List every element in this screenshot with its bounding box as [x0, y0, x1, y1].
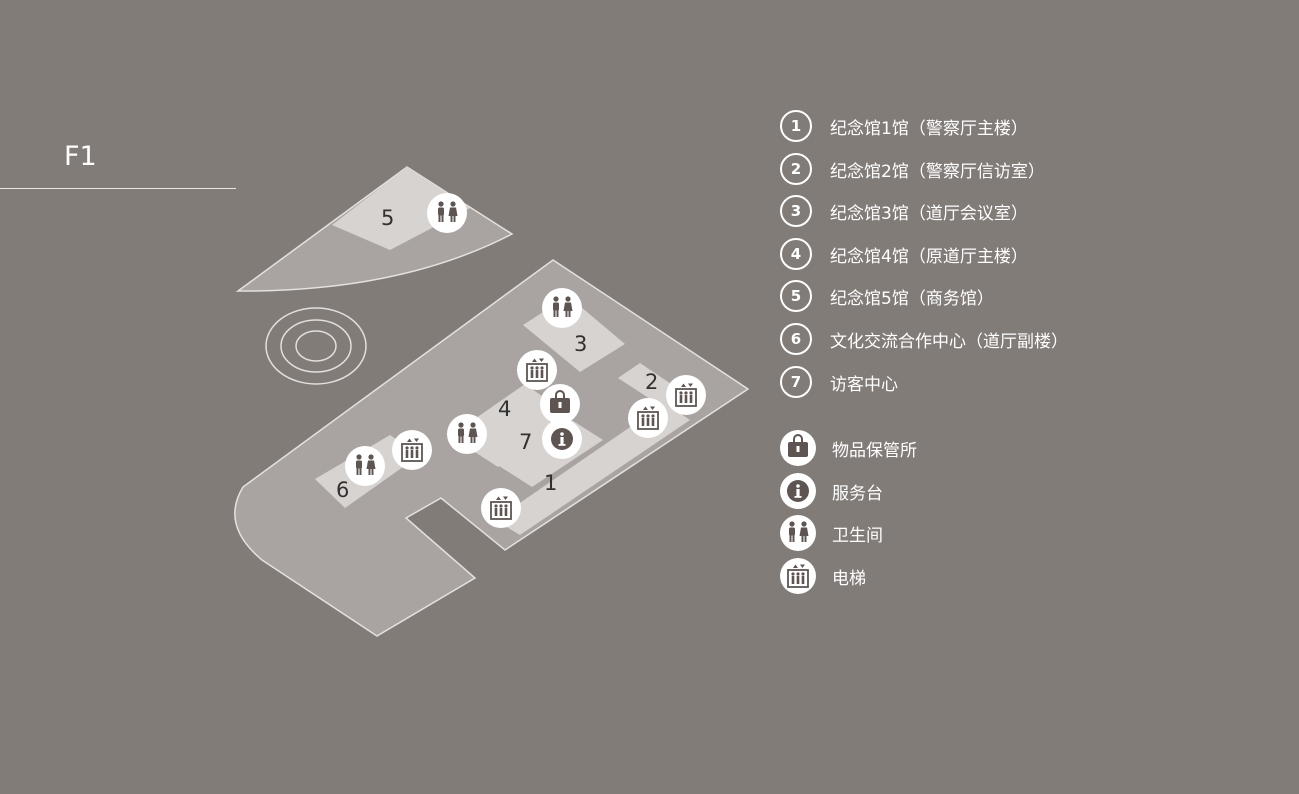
legend-item-label: 电梯: [832, 568, 866, 589]
legend-item-label: 纪念馆5馆（商务馆）: [830, 288, 994, 309]
elevator-marker-hall-3[interactable]: [517, 350, 557, 390]
elevator-marker-hall-2-west[interactable]: [628, 398, 668, 438]
legend-number-badge: 4: [780, 238, 812, 270]
restroom-marker-hall-5[interactable]: [427, 193, 467, 233]
hall-6-map-label: 6: [336, 478, 349, 502]
floor-divider: [0, 188, 236, 189]
legend-item-hall-3[interactable]: 3 纪念馆3馆（道厅会议室）: [780, 192, 1028, 230]
legend-item-hall-6[interactable]: 6 文化交流合作中心（道厅副楼）: [780, 320, 1068, 358]
restroom-marker-hall-4[interactable]: [447, 414, 487, 454]
hall-5-room: [332, 167, 470, 250]
legend-item-label: 卫生间: [832, 525, 883, 546]
legend-item-locker[interactable]: 物品保管所: [780, 429, 917, 467]
legend-item-hall-7[interactable]: 7 访客中心: [780, 363, 898, 401]
legend-item-hall-2[interactable]: 2 纪念馆2馆（警察厅信访室）: [780, 150, 1045, 188]
elevator-marker-hall-1[interactable]: [481, 488, 521, 528]
hall-7-map-label: 7: [519, 430, 532, 454]
legend-item-label: 文化交流合作中心（道厅副楼）: [830, 331, 1068, 352]
legend-item-label: 纪念馆1馆（警察厅主楼）: [830, 118, 1028, 139]
circular-plaza: [265, 307, 367, 385]
elevator-icon: [780, 558, 816, 594]
elevator-marker-hall-2-east[interactable]: [666, 375, 706, 415]
locker-marker[interactable]: [540, 384, 580, 424]
restroom-marker-hall-6[interactable]: [345, 446, 385, 486]
legend-item-label: 物品保管所: [832, 440, 917, 461]
restroom-icon: [780, 515, 816, 551]
legend-item-label: 纪念馆2馆（警察厅信访室）: [830, 161, 1045, 182]
hall-3-map-label: 3: [574, 332, 587, 356]
floor-label: F1: [64, 141, 97, 172]
hall-2-map-label: 2: [645, 370, 658, 394]
legend-item-restroom[interactable]: 卫生间: [780, 514, 883, 552]
legend-item-label: 纪念馆3馆（道厅会议室）: [830, 203, 1028, 224]
restroom-marker-hall-3[interactable]: [542, 288, 582, 328]
legend-number-badge: 5: [780, 280, 812, 312]
legend-item-hall-4[interactable]: 4 纪念馆4馆（原道厅主楼）: [780, 235, 1028, 273]
legend-item-elevator[interactable]: 电梯: [780, 557, 866, 595]
info-marker[interactable]: [542, 419, 582, 459]
hall-5-map-label: 5: [381, 206, 394, 230]
hall-1-map-label: 1: [544, 471, 557, 495]
info-icon: [780, 473, 816, 509]
locker-icon: [780, 430, 816, 466]
elevator-marker-hall-6[interactable]: [392, 430, 432, 470]
legend-item-label: 访客中心: [830, 374, 898, 395]
legend-item-label: 纪念馆4馆（原道厅主楼）: [830, 246, 1028, 267]
legend-item-hall-1[interactable]: 1 纪念馆1馆（警察厅主楼）: [780, 107, 1028, 145]
legend-item-info[interactable]: 服务台: [780, 472, 883, 510]
hall-4-map-label: 4: [498, 397, 511, 421]
legend-number-badge: 7: [780, 366, 812, 398]
legend-number-badge: 3: [780, 195, 812, 227]
legend-item-label: 服务台: [832, 483, 883, 504]
legend-item-hall-5[interactable]: 5 纪念馆5馆（商务馆）: [780, 277, 994, 315]
legend-number-badge: 1: [780, 110, 812, 142]
legend-number-badge: 2: [780, 153, 812, 185]
legend-number-badge: 6: [780, 323, 812, 355]
